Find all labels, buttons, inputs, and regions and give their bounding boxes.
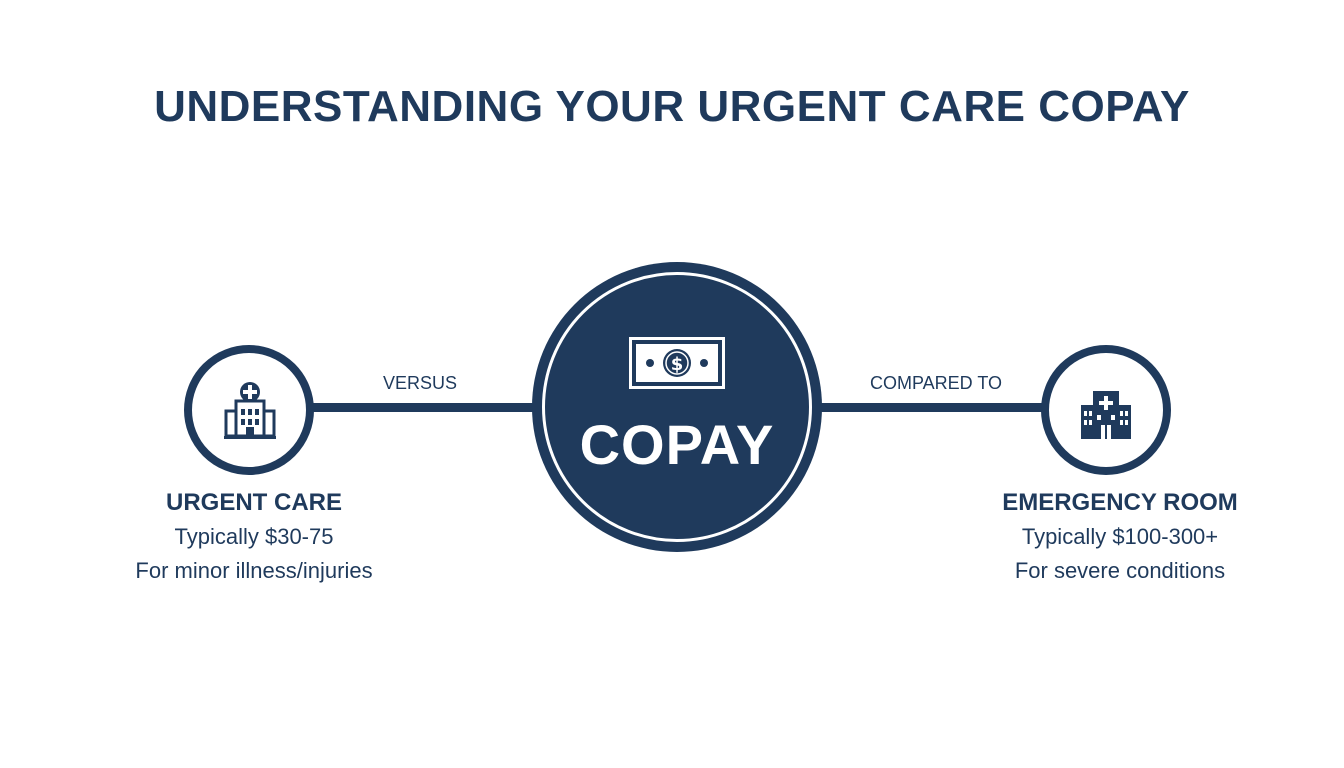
urgent-care-title: URGENT CARE bbox=[165, 489, 342, 516]
dollar-bill-icon: $ bbox=[629, 337, 725, 389]
emergency-room-cost: Typically $100-300+ bbox=[1021, 524, 1219, 549]
copay-label: COPAY bbox=[579, 413, 775, 476]
urgent-care-info: URGENT CARE Typically $30-75 For minor i… bbox=[104, 486, 404, 588]
page-title: UNDERSTANDING YOUR URGENT CARE COPAY bbox=[154, 82, 1190, 131]
left-connector-line bbox=[306, 403, 542, 412]
right-connector-line bbox=[812, 403, 1048, 412]
urgent-care-circle bbox=[184, 345, 314, 475]
copay-center-circle: $ COPAY bbox=[532, 262, 822, 552]
urgent-care-clinic-icon bbox=[224, 382, 276, 439]
emergency-room-circle bbox=[1041, 345, 1171, 475]
urgent-care-cost: Typically $30-75 bbox=[174, 524, 334, 549]
emergency-room-note: For severe conditions bbox=[1014, 558, 1226, 583]
svg-text:$: $ bbox=[671, 354, 684, 375]
versus-label: VERSUS bbox=[382, 373, 458, 393]
emergency-room-title: EMERGENCY ROOM bbox=[1002, 489, 1238, 516]
emergency-room-info: EMERGENCY ROOM Typically $100-300+ For s… bbox=[970, 486, 1270, 588]
hospital-building-icon bbox=[1081, 391, 1131, 439]
urgent-care-note: For minor illness/injuries bbox=[135, 558, 373, 583]
center-inner-ring bbox=[542, 272, 812, 542]
compared-to-label: COMPARED TO bbox=[869, 373, 1003, 393]
